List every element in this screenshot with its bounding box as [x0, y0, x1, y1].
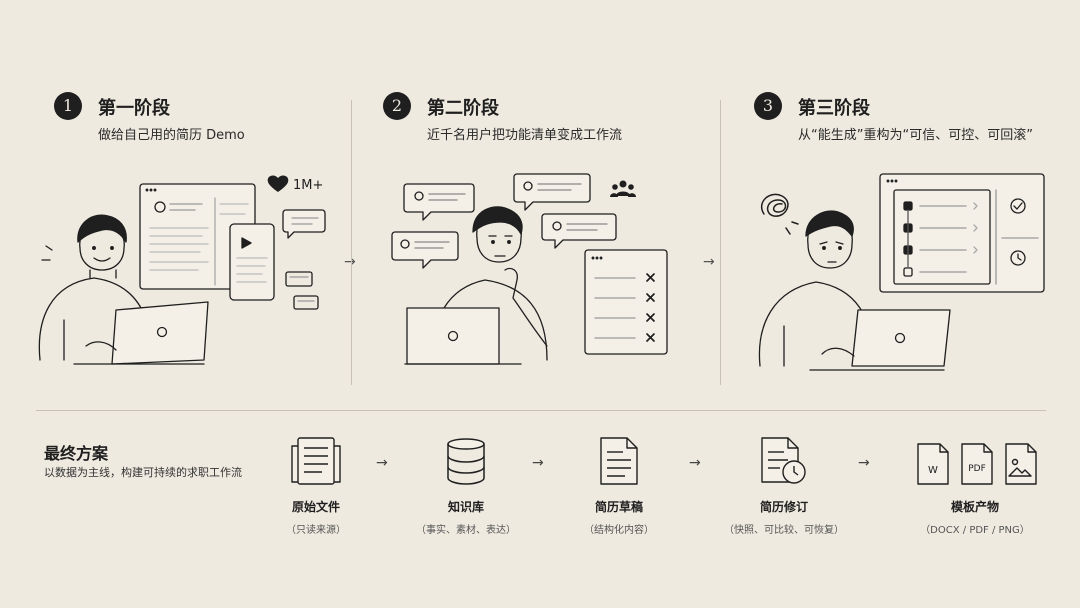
flow-arrow-1: →: [376, 455, 388, 471]
step-resume-revision-label: 简历修订: [759, 500, 808, 514]
flow-arrow-4: →: [858, 455, 870, 471]
flow-arrow-2: →: [532, 455, 544, 471]
stage-2: 2 第二阶段 近千名用户把功能清单变成工作流: [383, 0, 713, 400]
step-resume-revision-sub: （快照、可比较、可恢复）: [724, 525, 844, 536]
stage-3: 3 第三阶段 从“能生成”重构为“可信、可控、可回滚”: [754, 0, 1074, 400]
template-files-icon: W PDF: [917, 443, 1037, 485]
stage-3-title: 第三阶段: [798, 98, 870, 119]
stage-3-illustration: [758, 173, 1045, 371]
stage-1-illustration: 1M+: [38, 175, 326, 365]
check-circle-icon: [1010, 198, 1026, 214]
stage-2-number: 2: [383, 92, 411, 120]
step-original-files-label: 原始文件: [291, 500, 340, 514]
stage-3-number: 3: [754, 92, 782, 120]
step-resume-draft-sub: （结构化内容）: [584, 525, 654, 536]
stage-1-number: 1: [54, 92, 82, 120]
step-resume-draft: 简历草稿 （结构化内容）: [554, 430, 684, 536]
stage-2-title: 第二阶段: [427, 98, 499, 119]
stage-divider-1: [351, 100, 352, 385]
step-template-output: W PDF 模板产物 （DOCX / PDF / PNG）: [910, 430, 1040, 536]
stage-divider-2: [720, 100, 721, 385]
final-title: 最终方案: [44, 444, 109, 463]
stage-2-illustration: [391, 173, 668, 365]
stage-1: 1 第一阶段 做给自己用的简历 Demo: [54, 0, 344, 400]
database-icon: [447, 438, 485, 485]
users-group-icon: [610, 180, 636, 197]
final-subtitle: 以数据为主线，构建可持续的求职工作流: [44, 466, 242, 479]
section-divider: [36, 410, 1046, 411]
image-file-icon: [1005, 443, 1037, 485]
history-icon: [1010, 250, 1026, 266]
flow-arrow-3: →: [689, 455, 701, 471]
confusion-scribble-icon: [761, 193, 799, 235]
revision-clock-icon: [761, 437, 806, 484]
draft-icon: [600, 437, 638, 485]
stage-1-subtitle: 做给自己用的简历 Demo: [98, 128, 245, 143]
stage-2-to-3-arrow: →: [703, 254, 715, 270]
step-template-output-label: 模板产物: [950, 500, 999, 514]
step-resume-revision: 简历修订 （快照、可比较、可恢复）: [719, 430, 849, 536]
heart-icon: [267, 175, 289, 192]
step-original-files-sub: （只读来源）: [286, 525, 346, 536]
documents-icon: [291, 437, 341, 485]
step-knowledge-base-label: 知识库: [447, 500, 484, 514]
step-knowledge-base: 知识库 （事实、素材、表达）: [401, 430, 531, 536]
step-template-output-sub: （DOCX / PDF / PNG）: [920, 525, 1030, 536]
word-file-icon: W: [917, 443, 949, 485]
stage-1-title: 第一阶段: [98, 98, 170, 119]
stage-3-subtitle: 从“能生成”重构为“可信、可控、可回滚”: [798, 128, 1033, 143]
stage-1-to-2-arrow: →: [344, 254, 356, 270]
step-knowledge-base-sub: （事实、素材、表达）: [416, 525, 516, 536]
step-resume-draft-label: 简历草稿: [594, 500, 643, 514]
pdf-file-label: PDF: [968, 464, 986, 474]
step-original-files: 原始文件 （只读来源）: [251, 430, 381, 536]
stage-1-badge: 1M+: [293, 178, 323, 193]
stage-2-subtitle: 近千名用户把功能清单变成工作流: [427, 128, 623, 143]
word-file-label: W: [928, 465, 938, 476]
pdf-file-icon: PDF: [961, 443, 993, 485]
